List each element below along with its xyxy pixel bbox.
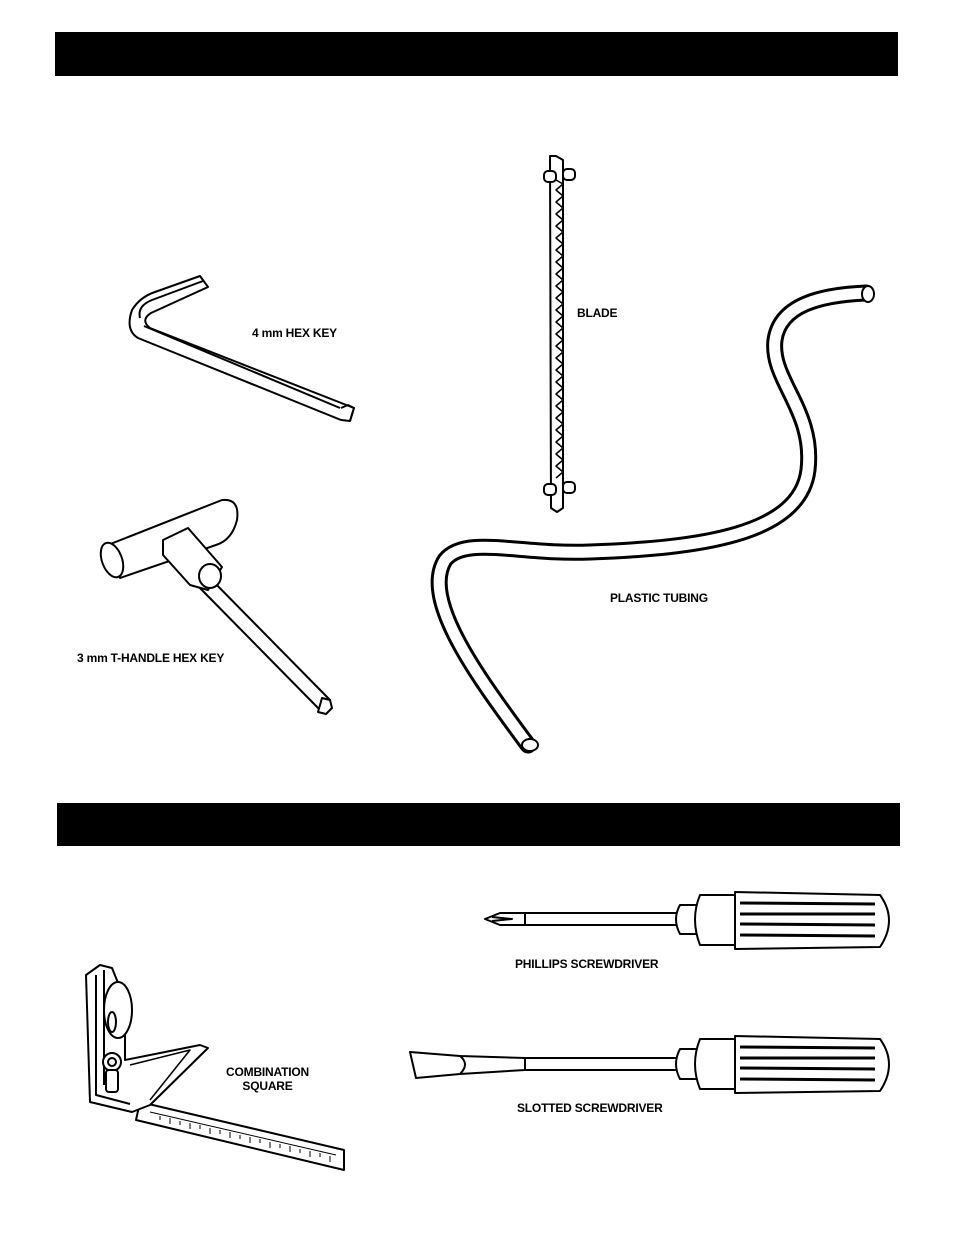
- section-header-bar-tools-needed: [57, 803, 900, 846]
- slotted-screwdriver-label: SLOTTED SCREWDRIVER: [517, 1101, 663, 1115]
- hex-key-icon: [128, 275, 355, 422]
- combination-square-icon: [85, 964, 345, 1171]
- t-handle-hex-key-icon: [99, 498, 333, 715]
- slotted-screwdriver-icon: [409, 1035, 890, 1094]
- combination-square-label: COMBINATION SQUARE: [215, 1065, 320, 1093]
- blade-label: BLADE: [577, 306, 618, 320]
- plastic-tubing-label: PLASTIC TUBING: [610, 591, 708, 605]
- combination-square-label-line2: SQUARE: [242, 1079, 293, 1093]
- plastic-tubing-icon: [430, 284, 875, 754]
- t-handle-hex-key-label: 3 mm T-HANDLE HEX KEY: [77, 651, 225, 665]
- combination-square-label-line1: COMBINATION: [226, 1065, 309, 1079]
- hex-key-4mm-label: 4 mm HEX KEY: [252, 326, 337, 340]
- saw-blade-icon: [543, 155, 576, 513]
- section-header-bar-loose-parts: [55, 32, 898, 76]
- phillips-screwdriver-icon: [484, 891, 890, 950]
- phillips-screwdriver-label: PHILLIPS SCREWDRIVER: [515, 957, 659, 971]
